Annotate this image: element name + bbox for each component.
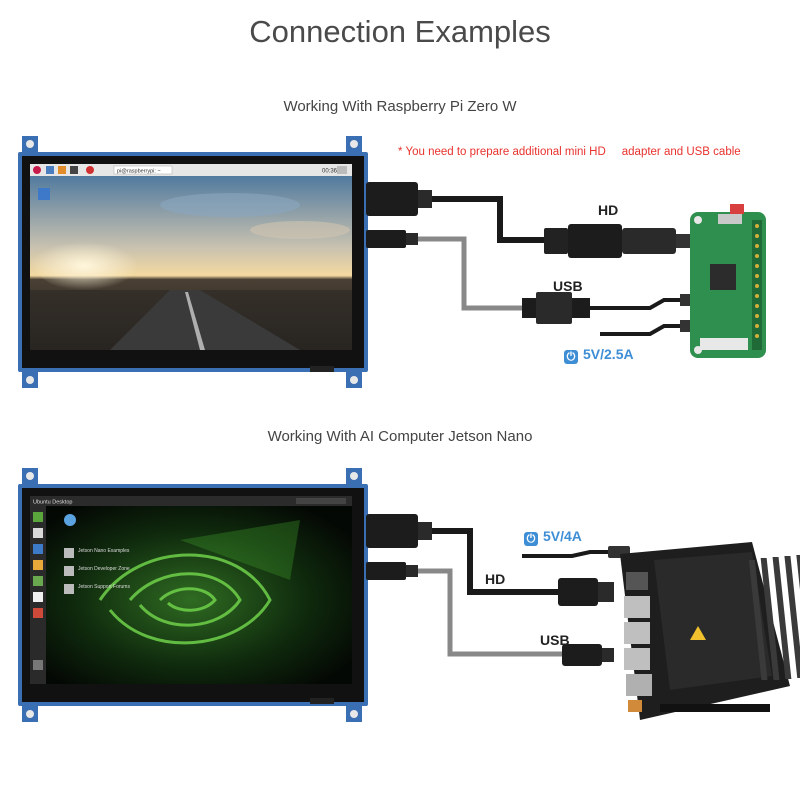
jetson-hd-label: HD [485, 571, 506, 587]
desktop-icon [64, 584, 74, 594]
mini-hd-adapter [568, 224, 622, 258]
page-title: Connection Examples [249, 14, 551, 49]
usb-plug [366, 562, 406, 580]
launcher-icon [33, 544, 43, 554]
pi-cables [366, 182, 694, 336]
pi-display: pi@raspberrypi: ~ 00:36 [18, 136, 368, 388]
pi-power-label: ⏻ 5V/2.5A [564, 346, 634, 364]
pi-terminal-tab: pi@raspberrypi: ~ [117, 169, 161, 175]
section-heading-pi: Working With Raspberry Pi Zero W [283, 98, 517, 115]
ubuntu-topbar [30, 496, 352, 506]
usb-port [624, 622, 650, 644]
jetson-power-label: ⏻ 5V/4A [524, 528, 582, 546]
desktop-icon-label: Jetson Nano Examples [78, 548, 130, 554]
pi-clock: 00:36 [322, 169, 338, 175]
road [110, 290, 300, 350]
jetson-nano-board [620, 542, 800, 720]
nvidia-logo-art [98, 553, 272, 645]
usb-plug [366, 230, 406, 248]
warning-icon [690, 626, 706, 640]
ubuntu-topbar-title: Ubuntu Desktop [33, 500, 72, 506]
pi-usb-label: USB [553, 278, 583, 294]
jetson-power-value: 5V/4A [543, 528, 582, 544]
raspberry-icon [33, 166, 41, 174]
launcher-icon [33, 592, 43, 602]
usb-port [624, 648, 650, 670]
power-cable [600, 324, 684, 336]
section-heading-jetson: Working With AI Computer Jetson Nano [267, 428, 533, 445]
hd-cable [432, 528, 560, 595]
jetson-usb-label: USB [540, 632, 570, 648]
usb-adapter [536, 292, 572, 324]
desktop-icon-label: Jetson Support Forums [78, 584, 130, 590]
desktop-icon [64, 548, 74, 558]
pi-power-value: 5V/2.5A [583, 346, 634, 362]
soc-chip [710, 264, 736, 290]
jetson-cables [366, 514, 630, 666]
power-icon: ⏻ [564, 350, 578, 364]
launcher-icon [33, 512, 43, 522]
launcher-icon [33, 560, 43, 570]
hd-cable [432, 196, 548, 243]
gpio-header [660, 704, 770, 712]
hdmi-plug [366, 514, 418, 548]
desktop-icon [64, 514, 76, 526]
trash-icon [33, 660, 43, 670]
raspberry-pi-zero-board [690, 204, 766, 358]
launcher-icon [33, 608, 43, 618]
ethernet-port [626, 674, 652, 696]
usb-port [624, 596, 650, 618]
power-icon: ⏻ [524, 532, 538, 546]
usb-cable [418, 236, 524, 311]
jetson-display: Ubuntu Desktop [18, 468, 368, 722]
desktop-icon [64, 566, 74, 576]
power-cable [522, 550, 612, 558]
hdmi-port [626, 572, 648, 590]
hdmi-plug [366, 182, 418, 216]
adapter-note: * You need to prepare additional mini HD… [398, 146, 741, 158]
launcher-icon [33, 576, 43, 586]
pi-hd-label: HD [598, 202, 619, 218]
usb-cable [418, 568, 566, 657]
pi-taskbar [30, 164, 352, 176]
launcher-icon [33, 528, 43, 538]
trash-icon [38, 188, 50, 200]
desktop-icon-label: Jetson Developer Zone [78, 566, 130, 572]
